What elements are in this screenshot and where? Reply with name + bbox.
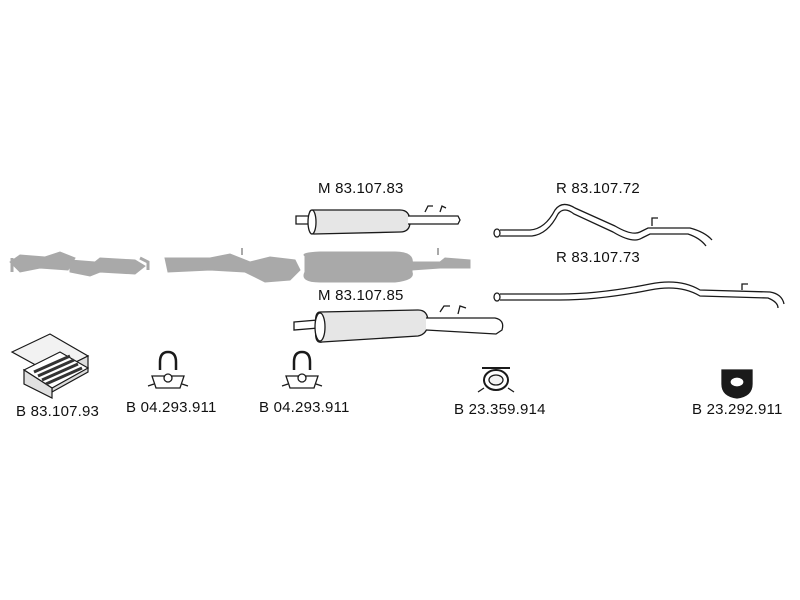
label-b-23-292-911: B 23.292.911 [692,401,783,418]
label-b-83-107-93: B 83.107.93 [16,403,100,420]
ghost-front-pipe [9,251,150,277]
u-clamp-2 [281,350,323,389]
label-m-83-107-85: M 83.107.85 [318,287,404,304]
label-b-23-359-914: B 23.359.914 [454,401,546,418]
label-b-04-293-911-b: B 04.293.911 [259,399,350,416]
muffler-83-107-83 [295,205,461,235]
u-clamp-1 [147,350,189,389]
label-r-83-107-73: R 83.107.73 [556,249,640,266]
label-r-83-107-72: R 83.107.72 [556,180,640,197]
ring-clamp [477,367,515,393]
gasket-shield [721,369,753,399]
label-m-83-107-83: M 83.107.83 [318,180,404,197]
tailpipe-83-107-72 [493,203,713,247]
label-b-04-293-911-a: B 04.293.911 [126,399,217,416]
ghost-center-section [164,248,471,283]
mounting-kit-box [10,333,90,399]
muffler-83-107-85 [293,305,504,343]
tailpipe-83-107-73 [493,281,785,309]
